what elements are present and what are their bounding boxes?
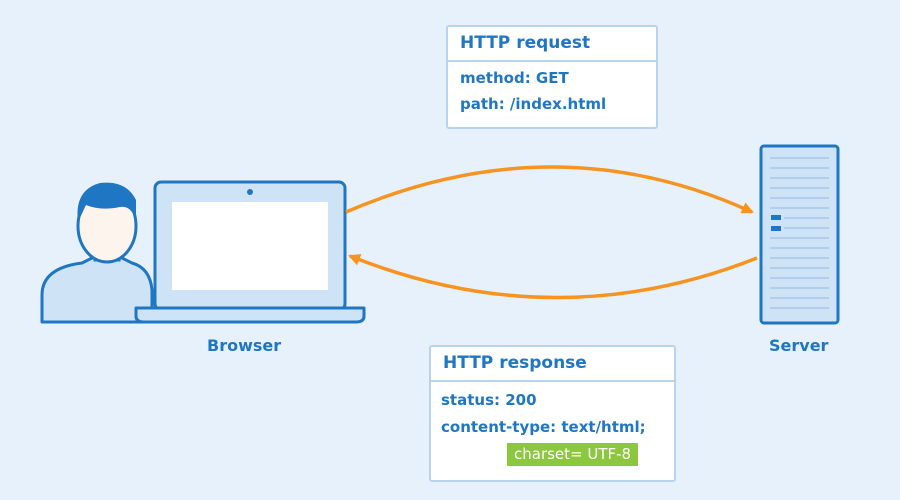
browser-label: Browser <box>207 336 282 355</box>
charset-highlight: charset= UTF-8 <box>507 443 639 466</box>
response-content-type: content-type: text/html; <box>441 418 646 436</box>
response-status: status: 200 <box>441 391 537 409</box>
server-label: Server <box>769 336 829 355</box>
request-method: method: GET <box>460 69 569 87</box>
request-arrow <box>345 165 754 214</box>
http-response-title: HTTP response <box>431 347 674 382</box>
request-path: path: /index.html <box>460 95 607 113</box>
server-icon <box>759 144 840 325</box>
user-icon <box>40 182 154 324</box>
http-response-box: HTTP response status: 200 content-type: … <box>429 345 676 482</box>
laptop-icon <box>134 180 366 324</box>
http-request-box: HTTP request method: GET path: /index.ht… <box>446 25 658 129</box>
http-request-title: HTTP request <box>448 27 656 62</box>
response-arrow <box>348 254 758 300</box>
